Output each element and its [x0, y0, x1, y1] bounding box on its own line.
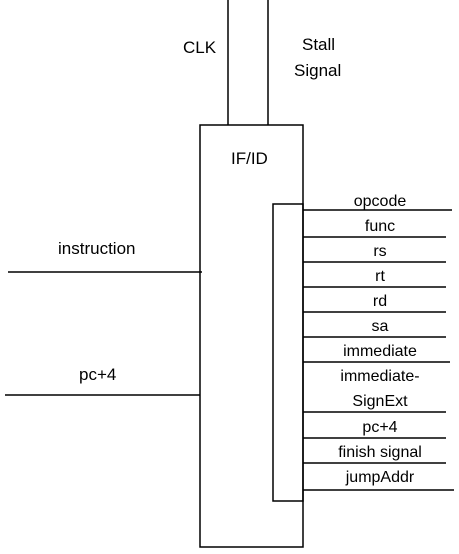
output-sa-label: sa [372, 318, 389, 335]
output-opcode-label: opcode [354, 193, 407, 210]
output-signals: opcode func rs rt rd sa immediate immedi… [303, 193, 454, 491]
instruction-label: instruction [58, 239, 135, 258]
if-id-register-block [199, 124, 304, 548]
output-rd-label: rd [373, 293, 387, 310]
clk-label: CLK [183, 38, 217, 57]
output-func-label: func [365, 218, 395, 235]
output-bus-block [272, 203, 304, 502]
output-immediate-signext-label-line2: SignExt [352, 393, 408, 410]
pc4-input-label: pc+4 [79, 365, 116, 384]
output-jumpaddr-label: jumpAddr [345, 469, 415, 486]
output-rt-label: rt [375, 268, 385, 285]
output-pc4-label: pc+4 [362, 419, 397, 436]
output-immediate-signext-label-line1: immediate- [340, 368, 419, 385]
if-id-title: IF/ID [231, 149, 268, 168]
stall-label-line2: Signal [294, 61, 341, 80]
output-finish-signal-label: finish signal [338, 444, 422, 461]
output-immediate-label: immediate [343, 343, 417, 360]
output-rs-label: rs [373, 243, 386, 260]
stall-label-line1: Stall [302, 35, 335, 54]
